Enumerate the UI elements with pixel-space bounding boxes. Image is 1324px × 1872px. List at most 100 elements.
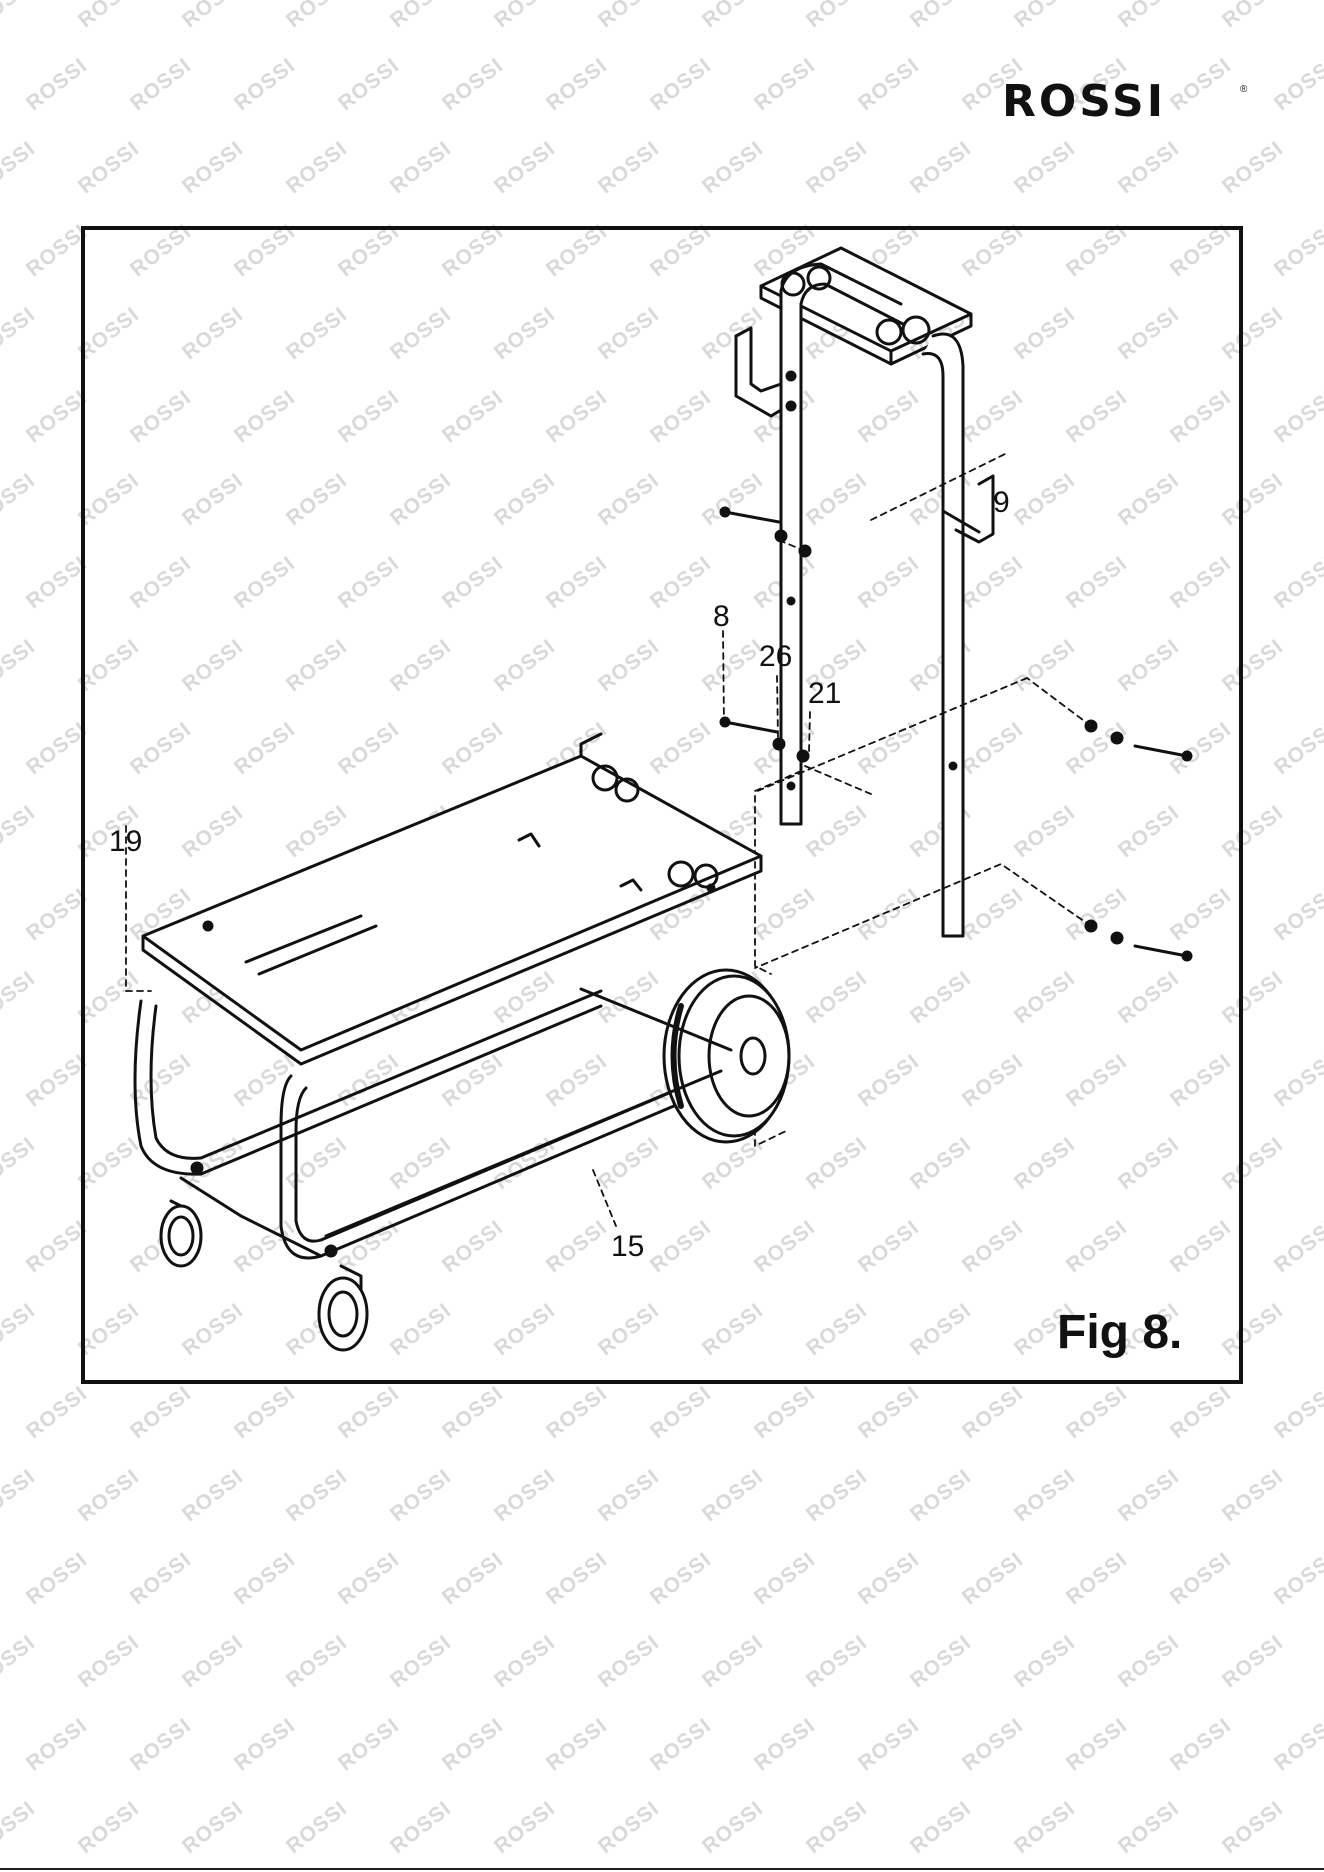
watermark-text: ROSSI: [334, 1547, 404, 1610]
watermark-text: ROSSI: [282, 1464, 352, 1527]
watermark-text: ROSSI: [1062, 1713, 1132, 1776]
watermark-text: ROSSI: [178, 1464, 248, 1527]
watermark-text: ROSSI: [646, 53, 716, 116]
watermark-text: ROSSI: [22, 1381, 92, 1444]
watermark-text: ROSSI: [646, 1713, 716, 1776]
watermark-text: ROSSI: [0, 136, 40, 199]
callout-9: 9: [993, 486, 1010, 519]
watermark-text: ROSSI: [1062, 1547, 1132, 1610]
watermark-text: ROSSI: [438, 1547, 508, 1610]
watermark-text: ROSSI: [282, 136, 352, 199]
watermark-text: ROSSI: [906, 0, 976, 33]
watermark-text: ROSSI: [386, 1796, 456, 1859]
cart-exploded-diagram: 9 8 26 21 19 15 Fig 8.: [109, 246, 1193, 1359]
watermark-text: ROSSI: [178, 0, 248, 33]
watermark-text: ROSSI: [0, 1464, 40, 1527]
assembly-lines: [125, 453, 1092, 1227]
watermark-text: ROSSI: [698, 136, 768, 199]
watermark-text: ROSSI: [750, 1547, 820, 1610]
figure-label: Fig 8.: [1057, 1306, 1182, 1359]
watermark-text: ROSSI: [282, 1630, 352, 1693]
watermark-text: ROSSI: [1166, 1547, 1236, 1610]
watermark-text: ROSSI: [802, 136, 872, 199]
watermark-text: ROSSI: [698, 0, 768, 33]
watermark-text: ROSSI: [1010, 1464, 1080, 1527]
bolt-set-right-upper: [1084, 719, 1193, 762]
watermark-text: ROSSI: [0, 0, 40, 33]
watermark-text: ROSSI: [1270, 551, 1324, 614]
watermark-text: ROSSI: [0, 634, 40, 697]
handle-frame: [734, 246, 995, 938]
watermark-text: ROSSI: [750, 1713, 820, 1776]
watermark-text: ROSSI: [542, 1381, 612, 1444]
watermark-text: ROSSI: [698, 1464, 768, 1527]
watermark-text: ROSSI: [958, 1381, 1028, 1444]
watermark-text: ROSSI: [0, 966, 40, 1029]
watermark-text: ROSSI: [178, 136, 248, 199]
watermark-text: ROSSI: [1114, 0, 1184, 33]
watermark-text: ROSSI: [594, 0, 664, 33]
watermark-text: ROSSI: [230, 1547, 300, 1610]
bolt-set-right-lower: [1084, 919, 1193, 962]
watermark-text: ROSSI: [282, 1796, 352, 1859]
watermark-text: ROSSI: [386, 1464, 456, 1527]
watermark-text: ROSSI: [542, 1547, 612, 1610]
watermark-text: ROSSI: [906, 1630, 976, 1693]
top-tray: [141, 732, 763, 1066]
watermark-text: ROSSI: [1270, 1381, 1324, 1444]
watermark-text: ROSSI: [854, 1547, 924, 1610]
watermark-text: ROSSI: [802, 0, 872, 33]
watermark-text: ROSSI: [1114, 1630, 1184, 1693]
watermark-text: ROSSI: [334, 1713, 404, 1776]
watermark-text: ROSSI: [126, 53, 196, 116]
watermark-text: ROSSI: [490, 1464, 560, 1527]
watermark-text: ROSSI: [698, 1796, 768, 1859]
watermark-text: ROSSI: [1114, 1796, 1184, 1859]
watermark-text: ROSSI: [0, 302, 40, 365]
watermark-text: ROSSI: [490, 1796, 560, 1859]
watermark-text: ROSSI: [74, 136, 144, 199]
watermark-text: ROSSI: [802, 1796, 872, 1859]
watermark-text: ROSSI: [0, 1132, 40, 1195]
watermark-text: ROSSI: [958, 1547, 1028, 1610]
watermark-text: ROSSI: [282, 0, 352, 33]
watermark-text: ROSSI: [802, 1630, 872, 1693]
caster-front-right: [317, 1264, 369, 1352]
watermark-text: ROSSI: [854, 53, 924, 116]
watermark-text: ROSSI: [906, 136, 976, 199]
watermark-text: ROSSI: [1270, 385, 1324, 448]
watermark-text: ROSSI: [542, 53, 612, 116]
watermark-text: ROSSI: [126, 1381, 196, 1444]
watermark-text: ROSSI: [1270, 717, 1324, 780]
watermark-text: ROSSI: [126, 1547, 196, 1610]
watermark-text: ROSSI: [490, 1630, 560, 1693]
watermark-text: ROSSI: [438, 1381, 508, 1444]
watermark-text: ROSSI: [74, 1630, 144, 1693]
watermark-text: ROSSI: [1270, 1215, 1324, 1278]
callout-15: 15: [611, 1230, 644, 1263]
watermark-text: ROSSI: [230, 1713, 300, 1776]
watermark-text: ROSSI: [386, 136, 456, 199]
watermark-text: ROSSI: [74, 0, 144, 33]
watermark-text: ROSSI: [646, 1381, 716, 1444]
watermark-text: ROSSI: [594, 1630, 664, 1693]
figure-frame: [81, 226, 1243, 1384]
watermark-text: ROSSI: [74, 1464, 144, 1527]
watermark-text: ROSSI: [750, 53, 820, 116]
watermark-text: ROSSI: [1218, 1796, 1288, 1859]
axle-rail: [324, 987, 733, 1238]
watermark-text: ROSSI: [0, 1298, 40, 1361]
watermark-text: ROSSI: [1270, 1547, 1324, 1610]
watermark-text: ROSSI: [1010, 1630, 1080, 1693]
watermark-text: ROSSI: [594, 1796, 664, 1859]
rear-wheel: [662, 968, 791, 1144]
watermark-text: ROSSI: [750, 1381, 820, 1444]
watermark-text: ROSSI: [230, 1381, 300, 1444]
watermark-text: ROSSI: [178, 1630, 248, 1693]
bolt-set-lower-left: [719, 716, 810, 763]
callout-8: 8: [713, 600, 730, 633]
watermark-text: ROSSI: [1218, 1630, 1288, 1693]
watermark-text: ROSSI: [0, 800, 40, 863]
caster-front-left: [159, 1199, 203, 1268]
watermark-text: ROSSI: [178, 1796, 248, 1859]
